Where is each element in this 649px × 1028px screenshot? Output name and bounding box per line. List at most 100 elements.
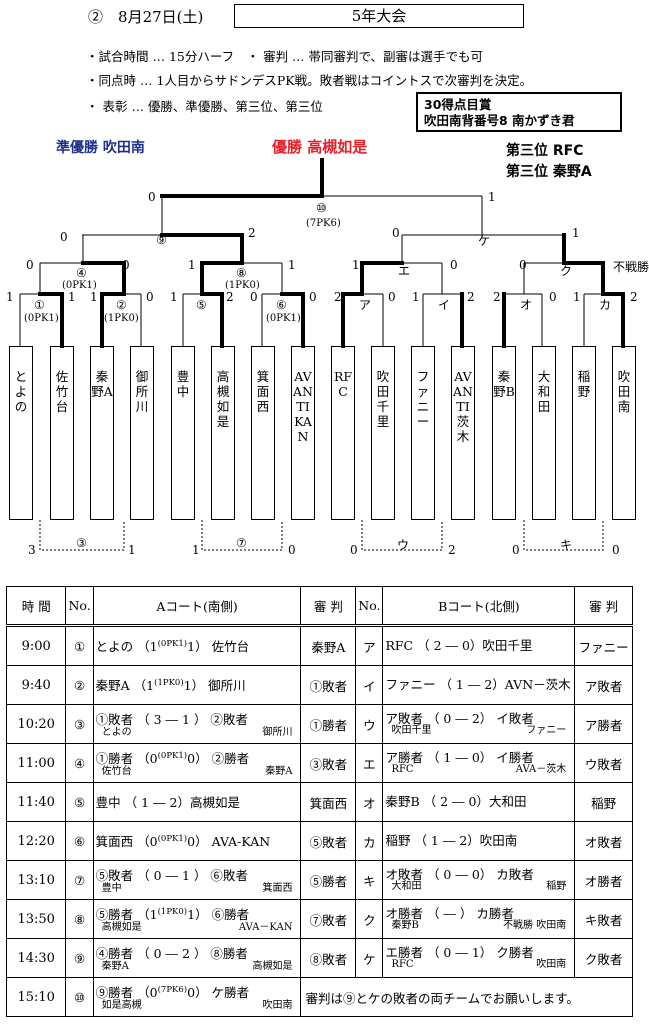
match-9-score-right: 2	[248, 226, 256, 240]
header-time: 時 間	[5, 586, 67, 626]
team-box: 吹田南	[612, 346, 636, 520]
match-7-label: ⑦	[236, 536, 247, 550]
cell-ref-b: オ勝者	[574, 860, 633, 900]
cell-no-a: ①	[65, 624, 94, 666]
match-a-label: ア	[359, 298, 372, 312]
match-5-score-left: 1	[170, 290, 178, 304]
cell-court-b: オ敗者 （ 0 ― 0） カ敗者大和田稲野	[382, 860, 576, 900]
match-2-score-left: 1	[90, 290, 98, 304]
match-a-main: ④勝者 （ 0 ― 2 ） ⑧勝者	[95, 946, 248, 962]
cell-ref-a: 箕面西	[300, 782, 357, 822]
match-b-sub-left: 大和田	[391, 881, 422, 892]
match-4-score-left: 0	[26, 258, 34, 272]
match-i-label: イ	[438, 298, 451, 312]
match-ka-score-right: 2	[630, 290, 638, 304]
match-a-end: 1） 御所川	[183, 678, 246, 694]
cell-no-a: ②	[65, 665, 94, 705]
match-ke-label: ケ	[478, 234, 491, 248]
match-a-score-right: 0	[388, 290, 396, 304]
team-box: 秦野A	[90, 346, 114, 520]
final-pk: (7PK6)	[157, 985, 188, 996]
match-a-end: 1） 佐竹台	[187, 639, 250, 655]
match-a-pk: (0PK1)	[157, 751, 188, 762]
match-b-main: RFC （ 2 ― 0）吹田千里	[385, 638, 533, 653]
cell-ref-b: ク敗者	[574, 938, 633, 978]
cell-ref-a: ①勝者	[300, 704, 357, 744]
team-box: 稲野	[572, 346, 596, 520]
match-ki-score-left: 0	[512, 543, 520, 557]
team-box: 箕面西	[251, 346, 275, 520]
match-1-score-right: 1	[68, 290, 76, 304]
match-ke-score-left: 0	[392, 226, 400, 240]
cell-no-a: ⑩	[65, 977, 94, 1017]
cell-time: 15:10	[5, 977, 67, 1017]
cell-ref-a: ①敗者	[300, 665, 357, 705]
match-9-label: ⑨	[156, 233, 167, 247]
cell-court-b: ファニー （ 1 ― 2）AVN－茨木	[382, 665, 576, 705]
cell-ref-a: ⑤敗者	[300, 821, 357, 861]
match-3-label: ③	[76, 536, 87, 550]
cell-time: 14:30	[5, 938, 67, 978]
match-a-main: ⑤敗者 （ 0 ― 1 ） ⑥敗者	[95, 868, 248, 884]
match-i-score-left: 1	[412, 290, 420, 304]
header-court-b: Bコート(北側)	[382, 586, 576, 626]
cell-no-b: キ	[355, 860, 384, 900]
match-b-main: 秦野B （ 2 ― 0）大和田	[385, 794, 527, 809]
match-10-label: ⑩	[316, 201, 327, 215]
match-b-main: エ勝者 （ 0 ― 1） ク勝者	[385, 945, 534, 960]
match-b-sub-right: AVA－茨木	[515, 764, 567, 775]
match-a-sub-right: 高槻如是	[252, 960, 293, 972]
cell-no-a: ⑦	[65, 860, 94, 900]
match-a-end: 1） ⑥勝者	[187, 907, 250, 923]
team-box: 御所川	[130, 346, 154, 520]
match-b-main: オ勝者 （ ― ） カ勝者	[385, 906, 514, 921]
match-7-score-left: 1	[192, 543, 200, 557]
match-a-pk: (0PK1)	[157, 639, 188, 650]
team-box: 秦野B	[492, 346, 516, 520]
cell-court-a: ⑨勝者 （0(7PK6)0） ケ勝者如是高槻吹田南	[92, 977, 302, 1017]
cell-no-b: エ	[355, 743, 384, 783]
team-box: AVANTIKAN	[291, 346, 315, 520]
award-title: 30得点目賞	[424, 97, 492, 112]
match-ku-score-left: 0	[519, 258, 527, 272]
cell-court-a: 箕面西 （0(0PK1)0） AVA-KAN	[92, 821, 302, 861]
cell-time: 9:00	[5, 624, 67, 666]
cell-ref-a: 秦野A	[300, 624, 357, 666]
cell-no-a: ⑤	[65, 782, 94, 822]
match-a-main: ①勝者 （0	[95, 751, 158, 767]
header-ref-a: 審 判	[300, 586, 357, 626]
match-a-sub-left: 豊中	[101, 882, 122, 894]
header-court-a: Aコート(南側)	[92, 586, 302, 626]
match-8-label: ⑧	[236, 266, 247, 280]
cell-ref-b: オ敗者	[574, 821, 633, 861]
rule-line-2: ・同点時 … 1人目からサドンデスPK戦。敗者戦はコイントスで次審判を決定。	[86, 73, 533, 88]
match-10-pk: (7PK6)	[306, 218, 341, 229]
match-3-score-right: 1	[128, 543, 136, 557]
cell-time: 11:00	[5, 743, 67, 783]
cell-no-b: ケ	[355, 938, 384, 978]
cell-court-b: RFC （ 2 ― 0）吹田千里	[382, 624, 576, 666]
cell-ref-b: キ敗者	[574, 899, 633, 939]
match-8-pk: (1PK0)	[225, 280, 260, 291]
match-b-sub-right: 不戦勝 吹田南	[503, 920, 567, 931]
champion: 優勝 高槻如是	[272, 138, 368, 156]
runner-up: 準優勝 吹田南	[56, 140, 145, 156]
match-2-label: ②	[116, 298, 127, 312]
match-8-score-right: 1	[288, 258, 296, 272]
final-note: 審判は⑨とケの敗者の両チームでお願いします。	[300, 977, 633, 1017]
team-box: ファニー	[411, 346, 435, 520]
match-ka-score-left: 1	[573, 290, 581, 304]
cell-no-a: ⑨	[65, 938, 94, 978]
